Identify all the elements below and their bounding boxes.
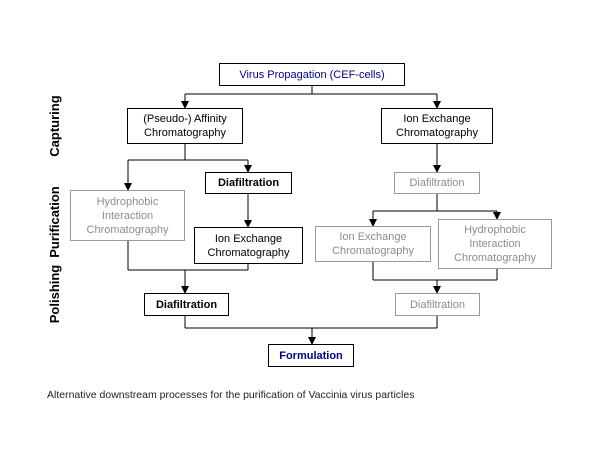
node-label: Diafiltration [409,298,466,311]
node-label-line: Chromatography [207,246,290,259]
node-formulation: Formulation [268,344,354,367]
node-label: Diafiltration [409,177,465,189]
node-label: Diafiltration [217,177,280,189]
node-virus-propagation: Virus Propagation (CEF-cells) [219,63,405,86]
node-label-line: Ion Exchange [339,231,407,243]
node-ion-exchange-gray: Ion Exchange Chromatography [315,226,431,262]
node-label: Diafiltration [155,298,218,311]
node-label-line: Hydrophobic [464,224,526,236]
node-hydrophobic-right: Hydrophobic Interaction Chromatography [438,219,552,269]
node-label-line: Interaction [469,238,521,250]
node-label-line: Hydrophobic [96,195,159,208]
node-diafiltration-bottom-right: Diafiltration [395,293,480,316]
node-hydrophobic-left: Hydrophobic Interaction Chromatography [70,190,185,241]
node-diafiltration-left: Diafiltration [205,172,292,194]
node-label: Virus Propagation (CEF-cells) [239,68,385,81]
figure-caption: Alternative downstream processes for the… [47,389,415,401]
node-label-line: Chromatography [86,223,169,236]
node-label: Formulation [279,349,343,362]
node-label-line: Chromatography [332,245,414,257]
node-label-line: Ion Exchange [214,232,283,245]
node-affinity-chromatography: (Pseudo-) Affinity Chromatography [127,108,243,144]
node-label-line: (Pseudo-) Affinity [143,113,227,125]
node-label-line: Ion Exchange [403,113,471,125]
node-diafiltration-right: Diafiltration [394,172,480,194]
node-ion-exchange-mid: Ion Exchange Chromatography [194,227,303,264]
stage-label-polishing: Polishing [47,264,62,324]
node-label-line: Interaction [101,209,154,222]
node-label-line: Chromatography [144,127,226,139]
node-label-line: Chromatography [454,252,536,264]
node-label-line: Chromatography [396,127,478,139]
node-ion-exchange-right: Ion Exchange Chromatography [381,108,493,144]
node-diafiltration-bottom-left: Diafiltration [144,293,229,316]
